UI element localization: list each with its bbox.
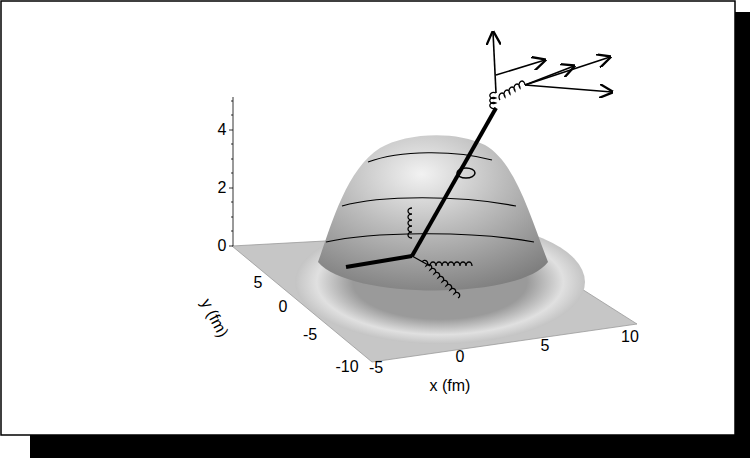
contour-line — [342, 198, 516, 206]
axis-title: x (fm) — [430, 378, 471, 394]
tick-label: 0 — [456, 349, 465, 365]
tick-label: -5 — [369, 360, 383, 376]
tick-label: -10 — [335, 359, 358, 375]
jet — [346, 32, 612, 298]
z-axis — [229, 97, 233, 246]
tick-label: 2 — [218, 180, 227, 196]
tick-label: 4 — [218, 122, 227, 138]
surface-bump — [318, 135, 548, 290]
tick-label: 10 — [621, 329, 639, 345]
tick-label: -5 — [303, 327, 317, 343]
tick-label: 0 — [279, 299, 288, 315]
frame — [1, 1, 735, 435]
tick-label: 5 — [541, 338, 550, 354]
contour-line — [326, 234, 534, 242]
tick-label: 5 — [254, 275, 263, 291]
contour-line — [368, 153, 492, 162]
tick-label: 0 — [218, 238, 227, 254]
